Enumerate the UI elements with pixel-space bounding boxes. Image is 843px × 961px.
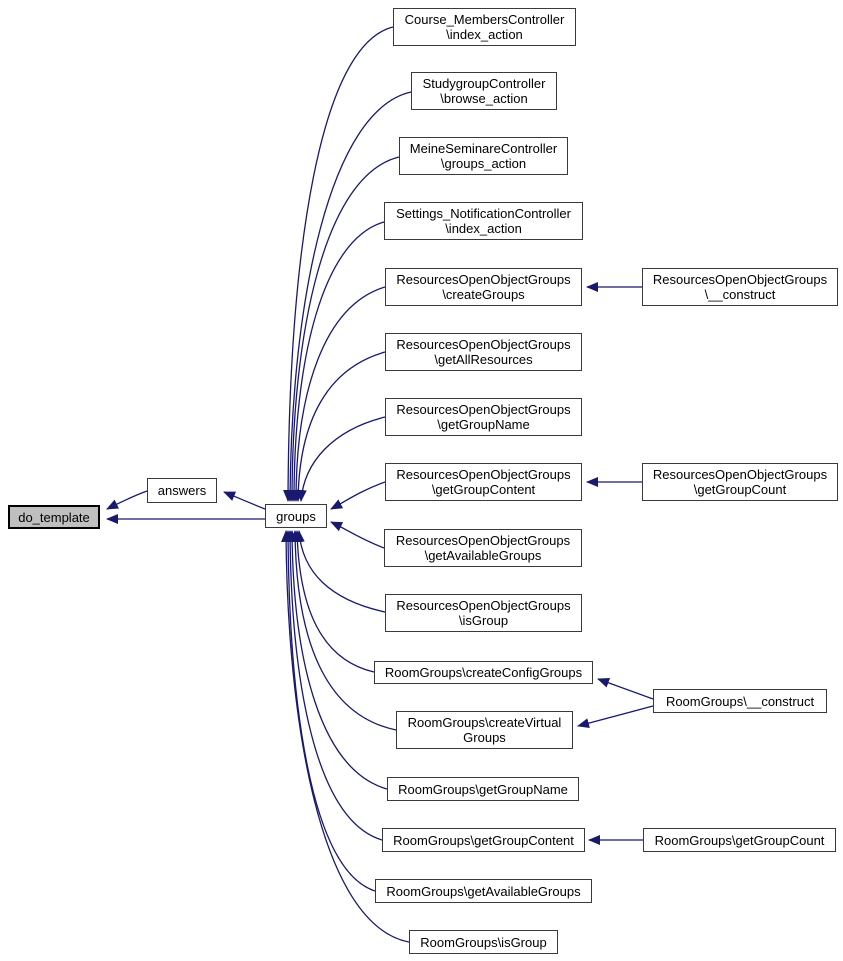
call-edge [294,530,386,613]
node-resources-construct[interactable]: ResourcesOpenObjectGroups \__construct [642,268,838,306]
call-edge [293,351,386,502]
node-roomgroups-get-group-count[interactable]: RoomGroups\getGroupCount [643,828,836,852]
call-edge [285,530,383,841]
node-resources-get-group-name[interactable]: ResourcesOpenObjectGroups \getGroupName [385,398,582,436]
call-edge [330,521,385,549]
call-edge [285,91,412,502]
call-edge [292,530,375,673]
node-studygroup-browse-action[interactable]: StudygroupController \browse_action [411,72,557,110]
call-edge [223,491,266,510]
node-resources-is-group[interactable]: ResourcesOpenObjectGroups \isGroup [385,594,582,632]
node-resources-get-group-content[interactable]: ResourcesOpenObjectGroups \getGroupConte… [385,463,582,501]
node-meine-seminare-groups-action[interactable]: MeineSeminareController \groups_action [399,137,568,175]
call-edge [577,705,654,728]
node-roomgroups-get-available-groups[interactable]: RoomGroups\getAvailableGroups [375,879,592,903]
call-edge [287,530,388,790]
node-course-members-index-action[interactable]: Course_MembersController \index_action [393,8,576,46]
node-resources-get-available-groups[interactable]: ResourcesOpenObjectGroups \getAvailableG… [384,529,582,567]
call-edge [287,156,400,502]
call-edge [597,678,654,700]
call-edge [296,416,386,502]
node-roomgroups-create-config-groups[interactable]: RoomGroups\createConfigGroups [374,661,593,684]
call-edge [330,481,386,510]
node-roomgroups-is-group[interactable]: RoomGroups\isGroup [409,930,558,954]
node-resources-get-group-count[interactable]: ResourcesOpenObjectGroups \getGroupCount [642,463,838,501]
call-edge [291,286,386,502]
node-roomgroups-get-group-name[interactable]: RoomGroups\getGroupName [387,777,579,801]
node-do-template: do_template [8,505,100,529]
call-edge [290,530,397,731]
call-edge [281,530,410,943]
node-roomgroups-construct[interactable]: RoomGroups\__construct [653,689,827,713]
node-answers[interactable]: answers [147,478,217,503]
node-resources-get-all-resources[interactable]: ResourcesOpenObjectGroups \getAllResourc… [385,333,582,371]
node-resources-create-groups[interactable]: ResourcesOpenObjectGroups \createGroups [385,268,582,306]
call-edge [283,530,376,892]
call-edge [283,26,394,502]
node-roomgroups-create-virtual-groups[interactable]: RoomGroups\createVirtual Groups [396,711,573,749]
call-edge [106,490,148,510]
call-edge [289,221,385,502]
node-groups[interactable]: groups [265,504,327,528]
node-roomgroups-get-group-content[interactable]: RoomGroups\getGroupContent [382,828,585,852]
node-settings-notification-index-action[interactable]: Settings_NotificationController \index_a… [384,202,583,240]
